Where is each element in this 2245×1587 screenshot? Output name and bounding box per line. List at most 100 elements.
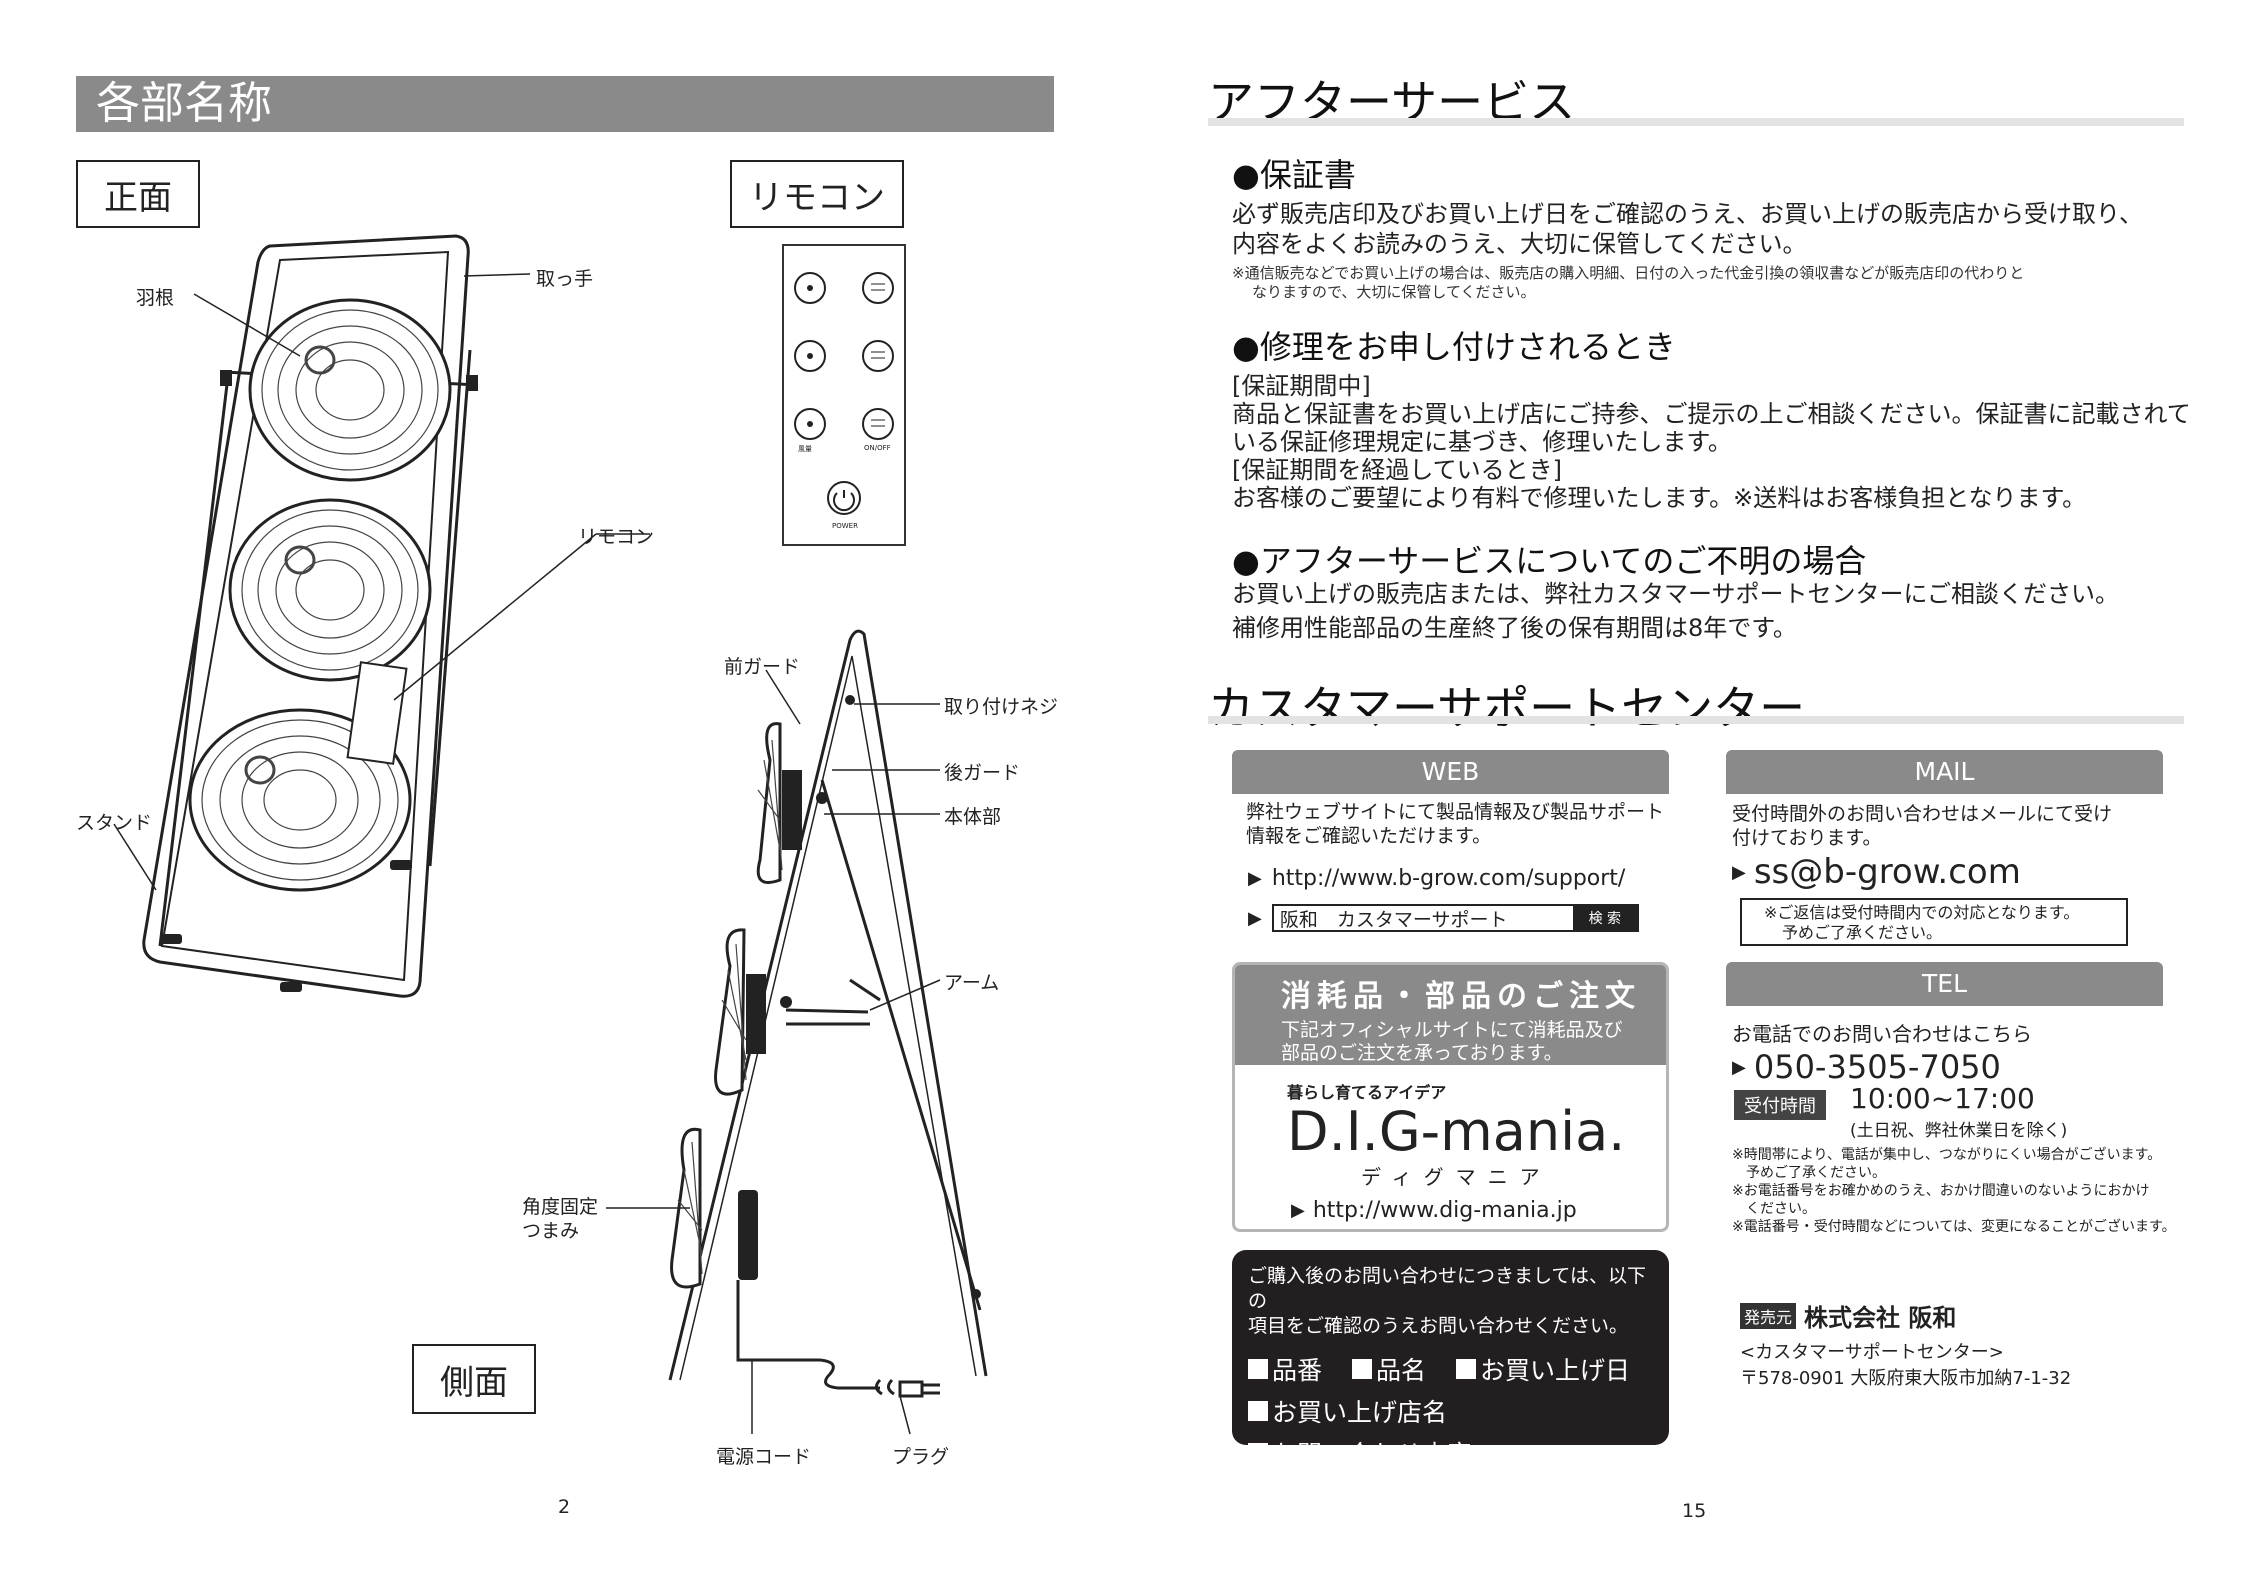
inquiry-items-row2: お買い上げ店名 <box>1248 1393 1653 1429</box>
tel-note-4: ください。 <box>1746 1201 1816 1217</box>
divider <box>1208 118 2184 126</box>
mail-note-box: ※ご返信は受付時間内での対応となります。 予めご了承ください。 <box>1740 898 2128 946</box>
company-row: 発売元 株式会社 阪和 <box>1740 1298 1956 1333</box>
web-search-row: ▶ 阪和 カスタマーサポート 検 索 <box>1248 904 1639 932</box>
tel-header: TEL <box>1726 962 2163 1006</box>
remote-onoff-label: ON/OFF <box>864 444 891 452</box>
inquiry-l2: 項目をご確認のうえお問い合わせください。 <box>1248 1315 1629 1337</box>
arrow-icon: ▶ <box>1291 1200 1305 1221</box>
tel-note-3: ※お電話番号をお確かめのうえ、おかけ間違いのないようにおかけ <box>1732 1183 2150 1199</box>
brand-tagline: 暮らし育てるアイデア <box>1287 1083 1447 1102</box>
label-front-guard: 前ガード <box>724 656 801 678</box>
brand-url-link[interactable]: http://www.dig-mania.jp <box>1312 1198 1577 1223</box>
web-header: WEB <box>1232 750 1669 794</box>
unclear-l2: 補修用性能部品の生産終了後の保有期間は8年です。 <box>1232 614 1797 642</box>
mail-desc: 受付時間外のお問い合わせはメールにて受け 付けております。 <box>1732 802 2112 850</box>
side-fan-illustration <box>606 629 988 1435</box>
parts-order-desc-1: 下記オフィシャルサイトにて消耗品及び <box>1281 1019 1623 1041</box>
arrow-icon: ▶ <box>1248 868 1262 889</box>
checkbox-item: 品番 <box>1248 1351 1322 1387</box>
divider <box>1208 716 2184 724</box>
mail-note-1: ※ご返信は受付時間内での対応となります。 <box>1764 903 2080 922</box>
repair-heading: ●修理をお申し付けされるとき <box>1232 328 1676 366</box>
page-title: 各部名称 <box>76 76 1054 132</box>
tel-note-5: ※電話番号・受付時間などについては、変更になることがございます。 <box>1732 1219 2176 1235</box>
mail-desc-1: 受付時間外のお問い合わせはメールにて受け <box>1732 803 2113 825</box>
repair-l3: いる保証修理規定に基づき、修理いたします。 <box>1232 428 1732 456</box>
label-power-cord: 電源コード <box>716 1446 812 1468</box>
arrow-icon: ▶ <box>1248 907 1262 929</box>
unclear-heading: ●アフターサービスについてのご不明の場合 <box>1232 542 1867 580</box>
label-plug: プラグ <box>892 1446 950 1468</box>
brand-logo: D.I.G-mania. <box>1287 1100 1626 1163</box>
search-input[interactable]: 阪和 カスタマーサポート 検 索 <box>1271 904 1639 932</box>
company-center: <カスタマーサポートセンター> <box>1740 1342 2004 1363</box>
warranty-note1: ※通信販売などでお買い上げの場合は、販売店の購入明細、日付の入った代金引換の領収… <box>1232 264 2025 282</box>
tel-notes: ※時間帯により、電話が集中し、つながりにくい場合がございます。 予めご了承くださ… <box>1732 1146 2176 1236</box>
company-address: 〒578-0901 大阪府東大阪市加納7-1-32 <box>1740 1368 2072 1389</box>
mail-address-link[interactable]: ss@b-grow.com <box>1753 852 2021 892</box>
mail-address-row[interactable]: ▶ ss@b-grow.com <box>1732 852 2021 892</box>
warranty-note2: なりますので、大切に保管してください。 <box>1252 283 1536 301</box>
inquiry-items-row1: 品番 品名 お買い上げ日 <box>1248 1351 1653 1387</box>
tel-number[interactable]: 050-3505-7050 <box>1753 1048 2001 1086</box>
company-badge: 発売元 <box>1740 1302 1797 1329</box>
square-icon <box>1455 1359 1476 1379</box>
remote-buttons <box>794 272 894 515</box>
remote-control: 風量 ON/OFF POWER <box>782 244 906 546</box>
mail-header: MAIL <box>1726 750 2163 794</box>
tel-note-1: ※時間帯により、電話が集中し、つながりにくい場合がございます。 <box>1732 1147 2162 1163</box>
web-url-row[interactable]: ▶ http://www.b-grow.com/support/ <box>1248 866 1625 891</box>
parts-order-desc-2: 部品のご注文を承っております。 <box>1281 1042 1563 1064</box>
remote-power-label: POWER <box>832 522 858 530</box>
label-arm: アーム <box>944 972 1000 994</box>
checkbox-item: 品名 <box>1351 1351 1426 1387</box>
repair-l4: [保証期間を経過しているとき] <box>1232 456 1563 484</box>
search-text: 阪和 カスタマーサポート <box>1279 908 1508 931</box>
label-blade: 羽根 <box>136 287 175 309</box>
parts-order-title: 消耗品・部品のご注文 <box>1281 979 1641 1014</box>
web-desc: 弊社ウェブサイトにて製品情報及び製品サポート 情報をご確認いただけます。 <box>1246 800 1664 848</box>
inquiry-box: ご購入後のお問い合わせにつきましては、以下の 項目をご確認のうえお問い合わせくだ… <box>1232 1250 1669 1469</box>
checkbox-item: お問い合わせ内容 <box>1248 1435 1472 1471</box>
page-number-right: 15 <box>1682 1500 1707 1522</box>
arrow-icon: ▶ <box>1732 1056 1746 1078</box>
square-icon <box>1351 1359 1372 1379</box>
warranty-line1: 必ず販売店印及びお買い上げ日をご確認のうえ、お買い上げの販売店から受け取り、 <box>1232 200 2144 228</box>
label-angle-knob-2: つまみ <box>522 1220 580 1242</box>
repair-l5: お客様のご要望により有料で修理いたします。※送料はお客様負担となります。 <box>1232 484 2087 512</box>
mail-desc-2: 付けております。 <box>1732 827 1882 849</box>
inquiry-l1: ご購入後のお問い合わせにつきましては、以下の <box>1248 1265 1647 1312</box>
tel-number-row[interactable]: ▶ 050-3505-7050 <box>1732 1048 2001 1086</box>
label-rear-guard: 後ガード <box>944 762 1021 784</box>
label-mount-screw: 取り付けネジ <box>944 696 1059 718</box>
label-angle-knob: 角度固定 <box>522 1196 599 1218</box>
search-button[interactable]: 検 索 <box>1572 906 1637 930</box>
label-stand: スタンド <box>76 812 153 834</box>
label-handle: 取っ手 <box>536 268 594 290</box>
page-number-left: 2 <box>558 1496 571 1518</box>
tel-desc: お電話でのお問い合わせはこちら <box>1732 1022 2032 1046</box>
parts-order-header: 消耗品・部品のご注文 下記オフィシャルサイトにて消耗品及び 部品のご注文を承って… <box>1235 965 1666 1065</box>
label-remote: リモコン <box>578 526 655 548</box>
unclear-l1: お買い上げの販売店または、弊社カスタマーサポートセンターにご相談ください。 <box>1232 580 2120 608</box>
remote-fan-label: 風量 <box>798 445 812 453</box>
warranty-line2: 内容をよくお読みのうえ、大切に保管してください。 <box>1232 230 1807 258</box>
web-url-link[interactable]: http://www.b-grow.com/support/ <box>1271 866 1626 891</box>
arrow-icon: ▶ <box>1732 861 1746 883</box>
square-icon <box>1248 1401 1268 1421</box>
tel-hours: 10:00~17:00 <box>1850 1082 2035 1115</box>
hours-badge: 受付時間 <box>1734 1090 1826 1120</box>
front-fan-illustration <box>113 234 650 998</box>
front-view-label: 正面 <box>76 160 200 228</box>
label-body: 本体部 <box>944 806 1002 828</box>
mail-note-2: 予めご了承ください。 <box>1782 923 1943 942</box>
side-view-label: 側面 <box>412 1344 536 1414</box>
web-desc-1: 弊社ウェブサイトにて製品情報及び製品サポート <box>1246 801 1665 823</box>
brand-url-row[interactable]: ▶ http://www.dig-mania.jp <box>1235 1190 1666 1223</box>
checkbox-item: お買い上げ店名 <box>1248 1393 1447 1429</box>
remote-view-label: リモコン <box>730 160 904 228</box>
warranty-heading: ●保証書 <box>1232 156 1356 194</box>
inquiry-items-row3: お問い合わせ内容 <box>1248 1435 1653 1471</box>
repair-l1: [保証期間中] <box>1232 372 1371 400</box>
